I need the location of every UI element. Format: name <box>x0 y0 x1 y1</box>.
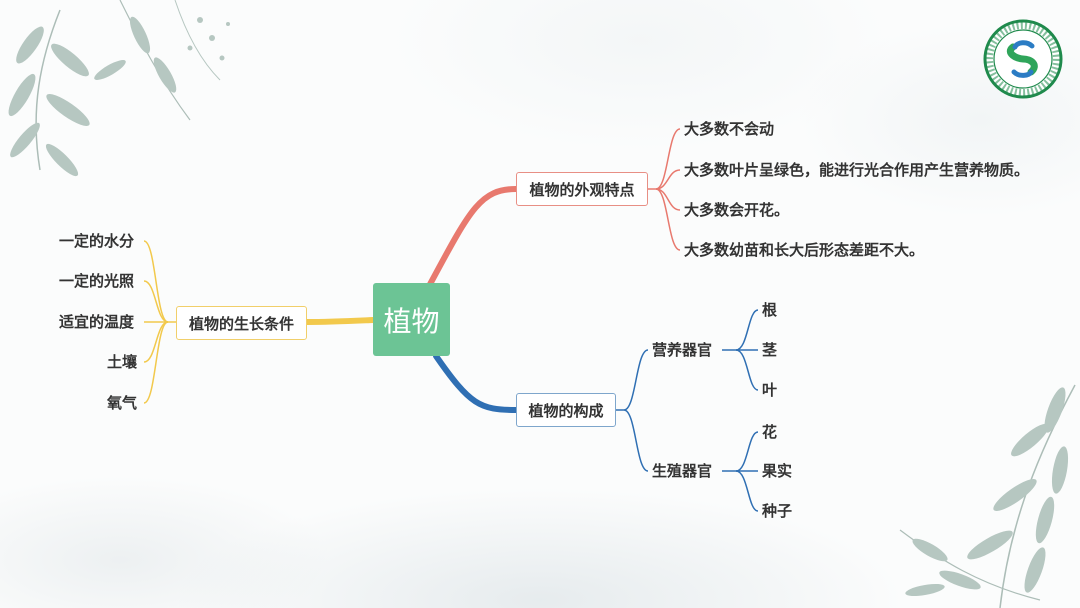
appearance-node: 植物的外观特点 <box>516 172 648 206</box>
growth-sub-connectors <box>143 240 176 404</box>
structure-node: 植物的构成 <box>516 393 616 427</box>
growth-item: 氧气 <box>107 394 138 412</box>
reproductive-item: 花 <box>762 423 778 441</box>
appearance-item: 大多数会开花。 <box>684 201 790 219</box>
nutritive-item: 茎 <box>762 341 778 359</box>
growth-item: 适宜的温度 <box>59 313 135 331</box>
growth-label: 植物的生长条件 <box>188 314 294 333</box>
appearance-sub-connectors <box>648 128 681 251</box>
root-node: 植物 <box>373 283 450 356</box>
appearance-item: 大多数叶片呈绿色，能进行光合作用产生营养物质。 <box>684 161 1030 179</box>
branch-appearance-connector <box>425 186 523 291</box>
reproductive-item: 果实 <box>762 462 793 480</box>
branch-growth-connector <box>304 317 376 325</box>
leaf-decoration-bottom-right-icon <box>899 384 1076 608</box>
reproductive-item: 种子 <box>762 502 793 520</box>
growth-item: 土壤 <box>107 353 138 371</box>
reproductive-organ-label: 生殖器官 <box>652 462 713 480</box>
leaf-decoration-top-left-icon <box>8 0 230 177</box>
nutritive-organ-label: 营养器官 <box>652 341 713 359</box>
root-label: 植物 <box>383 304 440 338</box>
appearance-item: 大多数不会动 <box>684 120 775 138</box>
structure-sub-connectors <box>616 309 759 512</box>
appearance-label: 植物的外观特点 <box>529 180 635 199</box>
university-seal-icon <box>983 19 1063 99</box>
structure-label: 植物的构成 <box>528 401 604 420</box>
growth-item: 一定的光照 <box>59 272 135 290</box>
branch-structure-connector <box>433 353 519 413</box>
growth-item: 一定的水分 <box>59 232 135 250</box>
nutritive-item: 根 <box>762 301 778 319</box>
appearance-item: 大多数幼苗和长大后形态差距不大。 <box>684 241 925 259</box>
growth-node: 植物的生长条件 <box>176 306 307 340</box>
nutritive-item: 叶 <box>762 381 778 399</box>
